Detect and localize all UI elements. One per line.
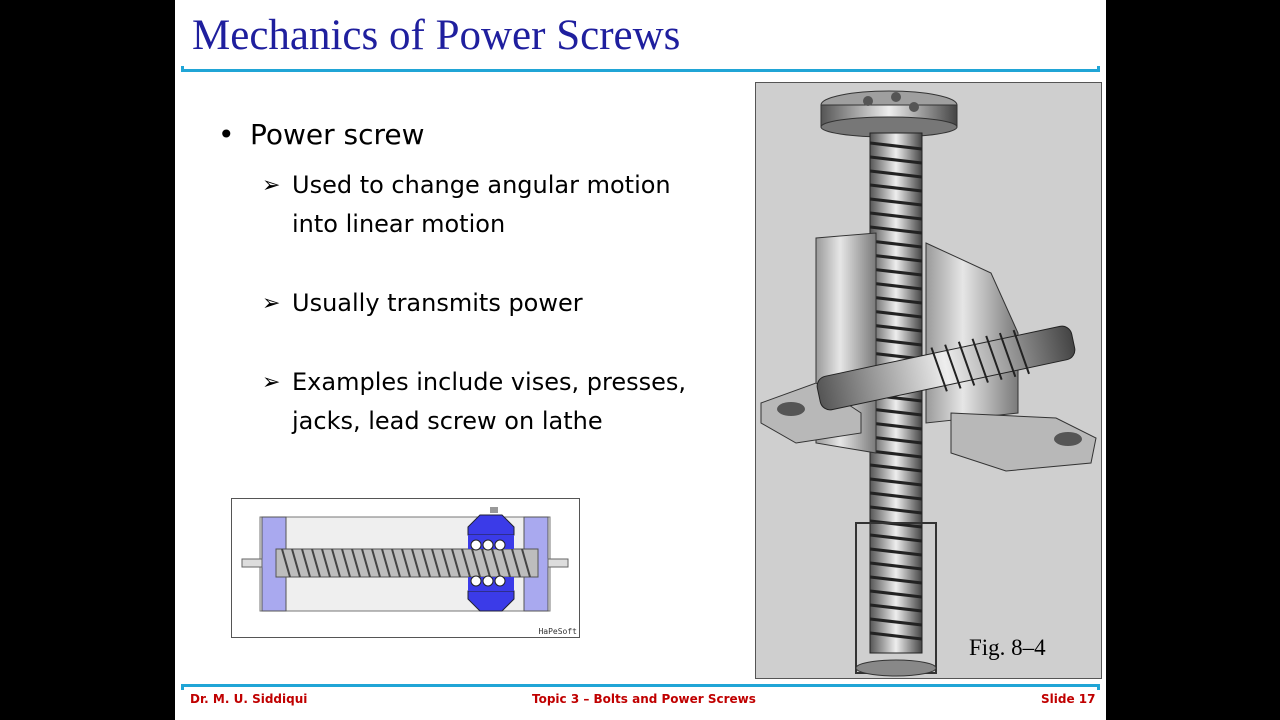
ball-screw-animation: HaPeSoft	[231, 498, 580, 638]
title-underline	[181, 66, 1100, 72]
sub-bullet: ➢ Used to change angular motion into lin…	[262, 166, 722, 244]
ball-screw-drawing	[241, 507, 569, 612]
footer-slide-number: Slide 17	[1041, 692, 1096, 706]
arrow-bullet-icon: ➢	[262, 370, 281, 395]
footer-author: Dr. M. U. Siddiqui	[190, 692, 308, 706]
footer-topic: Topic 3 – Bolts and Power Screws	[532, 692, 756, 706]
animation-brand-label: HaPeSoft	[538, 627, 577, 636]
figure-label: Fig. 8–4	[969, 635, 1046, 660]
slide: Mechanics of Power Screws • Power screw ➢…	[175, 0, 1106, 720]
main-bullet: • Power screw	[218, 118, 425, 151]
sub-bullet-text: Used to change angular motion into linea…	[292, 171, 671, 238]
sub-bullet-text: Usually transmits power	[292, 289, 583, 317]
sub-bullet: ➢ Usually transmits power	[262, 284, 722, 323]
arrow-bullet-icon: ➢	[262, 173, 281, 198]
main-bullet-text: Power screw	[250, 118, 425, 151]
arrow-bullet-icon: ➢	[262, 291, 281, 316]
sub-bullet-text: Examples include vises, presses, jacks, …	[292, 368, 686, 435]
slide-title: Mechanics of Power Screws	[192, 12, 681, 59]
screw-jack-drawing	[756, 83, 1101, 678]
bullet-dot: •	[218, 118, 235, 151]
sub-bullet: ➢ Examples include vises, presses, jacks…	[262, 363, 722, 441]
footer-rule	[181, 684, 1100, 690]
screw-jack-photo	[755, 82, 1102, 679]
